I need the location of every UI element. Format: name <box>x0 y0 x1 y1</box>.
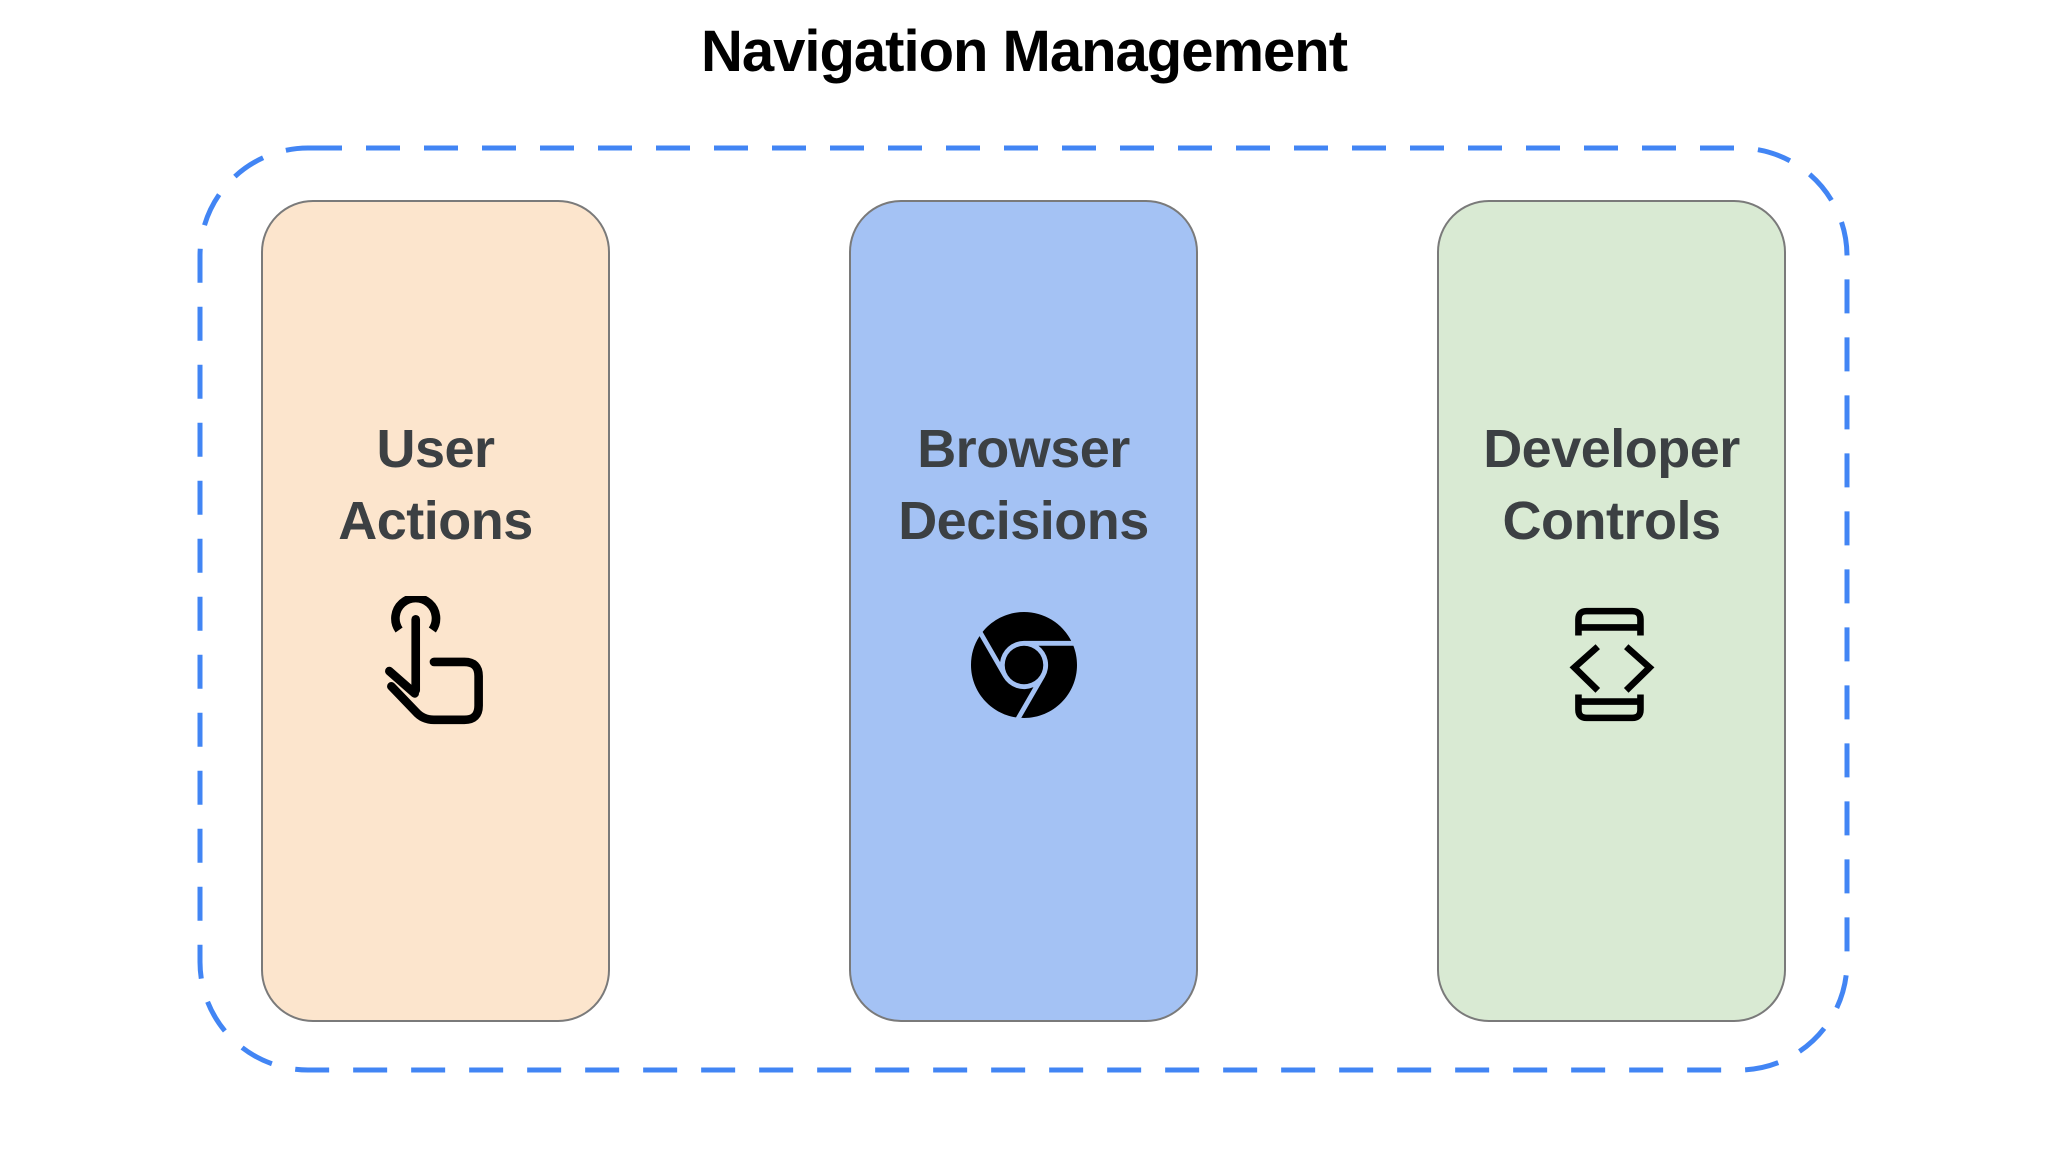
card-label: Developer Controls <box>1483 414 1740 558</box>
card-label-line: Developer <box>1483 419 1740 479</box>
touch-gesture-icon <box>263 594 608 736</box>
card-browser-decisions: Browser Decisions <box>849 200 1198 1022</box>
card-label-line: User <box>376 419 495 479</box>
cards-row: User Actions <box>261 200 1786 1022</box>
page-title: Navigation Management <box>700 19 1348 84</box>
card-label-line: Actions <box>338 490 533 551</box>
card-label-line: Decisions <box>898 490 1149 551</box>
card-developer-controls: Developer Controls <box>1437 200 1786 1022</box>
card-label: User Actions <box>338 414 533 558</box>
card-label-line: Browser <box>917 419 1130 479</box>
navigation-management-group: User Actions <box>197 145 1850 1073</box>
card-user-actions: User Actions <box>261 200 610 1022</box>
chrome-browser-icon <box>851 594 1196 736</box>
card-label: Browser Decisions <box>898 414 1149 558</box>
developer-mode-icon <box>1439 594 1784 736</box>
card-label-line: Controls <box>1502 490 1721 551</box>
dashed-frame-border <box>197 145 1850 1073</box>
